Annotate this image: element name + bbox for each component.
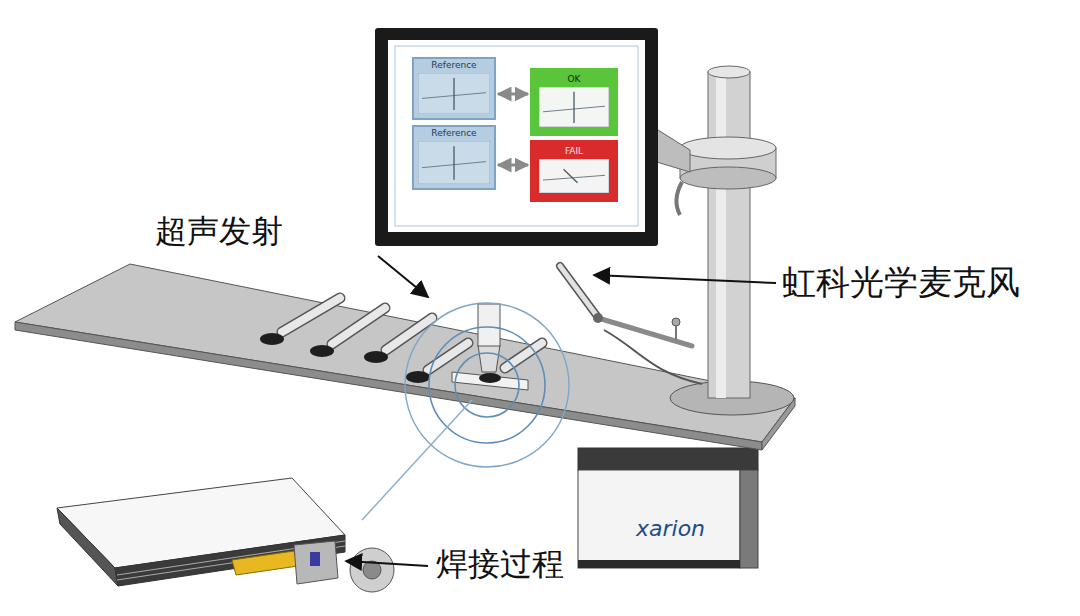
monitor-bezel bbox=[375, 28, 658, 246]
cable-outline bbox=[282, 298, 340, 332]
mic-body-outline bbox=[560, 266, 597, 316]
mic-arm bbox=[598, 318, 692, 346]
ok-panel: OK bbox=[530, 68, 618, 136]
microphone bbox=[560, 266, 597, 316]
ring-top bbox=[680, 137, 776, 159]
pillar-highlight bbox=[716, 72, 726, 398]
mic-clamp bbox=[593, 313, 603, 323]
panel-title: FAIL bbox=[535, 145, 613, 157]
table-top bbox=[15, 264, 795, 442]
cable-outline bbox=[386, 318, 432, 350]
panel-title: Reference bbox=[414, 59, 494, 71]
callout-label: 虹科光学麦克风 bbox=[782, 262, 1020, 303]
callout-label: 焊接过程 bbox=[436, 545, 564, 583]
lug bbox=[364, 351, 388, 363]
cable bbox=[386, 318, 432, 350]
mic-knob-stem bbox=[675, 326, 677, 340]
reference-panel: Reference bbox=[412, 125, 496, 190]
table-edge bbox=[15, 322, 762, 450]
leader-arrow bbox=[346, 561, 428, 566]
pillar-top bbox=[708, 66, 750, 78]
compare-arrow bbox=[498, 93, 528, 96]
housing-front bbox=[578, 470, 740, 568]
brand-logo: xarion bbox=[636, 516, 705, 542]
monitor-screen bbox=[388, 40, 645, 232]
mic-cable bbox=[604, 330, 702, 384]
chart-signal bbox=[564, 169, 578, 183]
housing-top bbox=[578, 448, 758, 470]
zoom-line bbox=[362, 400, 472, 520]
lug bbox=[310, 345, 334, 357]
chart-signal bbox=[573, 92, 574, 123]
sonotrode bbox=[478, 304, 500, 346]
leader-arrow bbox=[594, 275, 776, 283]
panel-title: Reference bbox=[414, 127, 494, 139]
chart-signal bbox=[453, 146, 454, 180]
signal-chart bbox=[539, 87, 609, 127]
housing-side bbox=[740, 470, 758, 568]
housing-foot bbox=[578, 560, 740, 568]
lug bbox=[406, 371, 430, 383]
ring-handle bbox=[676, 182, 682, 215]
chart-area bbox=[418, 141, 490, 184]
cable-outline bbox=[332, 308, 385, 344]
fail-panel: FAIL bbox=[530, 140, 618, 202]
cable bbox=[332, 308, 385, 344]
pillar bbox=[708, 72, 750, 398]
battery-tab bbox=[232, 551, 298, 575]
battery-side bbox=[57, 508, 118, 586]
callout-label: 超声发射 bbox=[155, 212, 283, 250]
mic-knob bbox=[672, 318, 680, 326]
sonotrode-tip bbox=[478, 345, 500, 372]
ring-bottom bbox=[680, 167, 776, 189]
screen-frame bbox=[395, 46, 638, 226]
leader-arrow bbox=[378, 256, 428, 297]
cable-lugs bbox=[260, 298, 542, 383]
chart-area bbox=[539, 159, 609, 193]
clamp-mark bbox=[310, 552, 320, 566]
signal-chart bbox=[539, 159, 609, 193]
chart-area bbox=[539, 87, 609, 127]
reference-panel: Reference bbox=[412, 57, 496, 120]
signal-chart bbox=[418, 73, 490, 114]
clamp-roller bbox=[350, 548, 394, 592]
panel-title: OK bbox=[535, 73, 613, 85]
cable bbox=[282, 298, 340, 332]
battery-front bbox=[115, 535, 345, 586]
signal-chart bbox=[418, 141, 490, 184]
lug bbox=[260, 333, 284, 345]
compare-arrow bbox=[498, 164, 528, 167]
sound-wave bbox=[405, 303, 569, 467]
chart-signal bbox=[453, 78, 454, 110]
chart-area bbox=[418, 73, 490, 114]
clamp-block bbox=[294, 541, 338, 584]
lug bbox=[479, 373, 501, 383]
sound-wave bbox=[429, 327, 545, 443]
